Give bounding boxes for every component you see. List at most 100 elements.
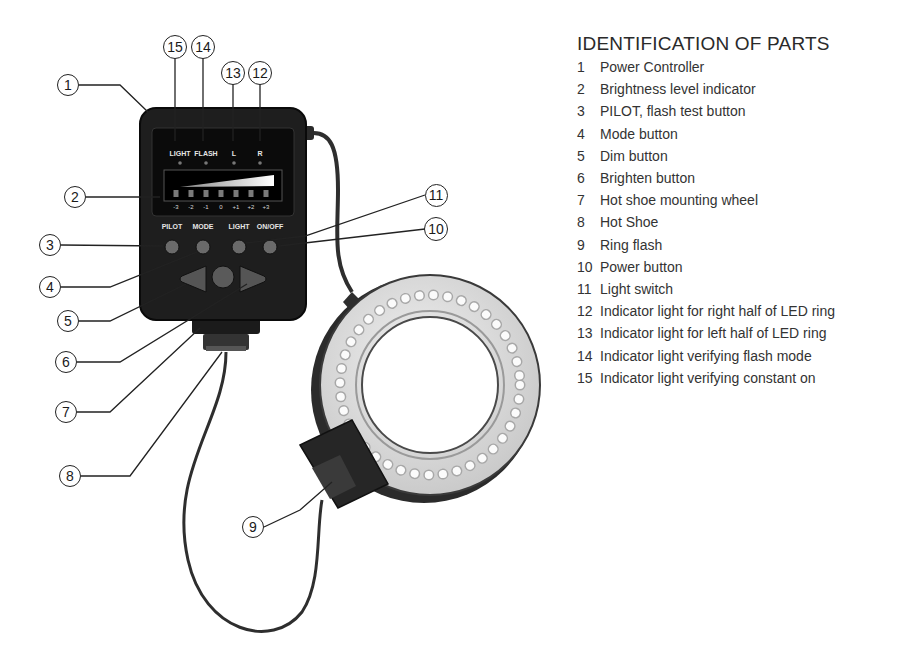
leader-line <box>279 229 425 246</box>
panel-label: ON/OFF <box>257 223 283 230</box>
part-number: 1 <box>577 60 585 74</box>
callout-circle: 13 <box>221 61 245 85</box>
power-button <box>263 240 277 254</box>
hot-shoe <box>203 334 249 350</box>
callout-number: 10 <box>428 222 444 236</box>
leader-line <box>61 245 163 246</box>
display-panel <box>152 128 294 216</box>
callout-number: 5 <box>64 314 72 328</box>
ring-hole <box>362 317 498 453</box>
scale-mark: -3 <box>173 204 178 210</box>
part-number: 6 <box>577 171 585 185</box>
brighten-button <box>240 266 266 292</box>
panel-label: R <box>257 150 262 157</box>
callout-circle: 9 <box>242 516 264 538</box>
part-name: Light switch <box>600 282 673 296</box>
part-number: 2 <box>577 82 585 96</box>
part-number: 13 <box>577 326 593 340</box>
leader-line <box>259 84 260 141</box>
level-led <box>174 190 179 197</box>
center-button <box>212 266 234 288</box>
part-number: 10 <box>577 260 593 274</box>
mode-button <box>196 240 210 254</box>
callout-circle: 1 <box>57 74 79 96</box>
ring-mount <box>300 420 388 508</box>
callout-number: 3 <box>46 238 54 252</box>
part-number: 14 <box>577 349 593 363</box>
cable <box>306 133 352 292</box>
cable <box>184 352 322 631</box>
light-button <box>232 240 246 254</box>
leader-line <box>246 195 425 243</box>
level-leds <box>174 190 269 197</box>
part-number: 5 <box>577 149 585 163</box>
scale-mark: +3 <box>263 204 270 210</box>
leader-line <box>79 85 148 112</box>
callout-circle: 3 <box>39 234 61 256</box>
part-number: 8 <box>577 215 585 229</box>
scale-mark: +1 <box>233 204 240 210</box>
leader-line <box>61 252 197 287</box>
indicator-led <box>258 161 262 165</box>
leader-line <box>264 482 332 527</box>
leader-line <box>232 84 233 141</box>
hot-shoe-plate <box>206 346 246 351</box>
panel-label: PILOT <box>162 223 183 230</box>
callout-number: 1 <box>64 78 72 92</box>
panel-label: L <box>232 150 236 157</box>
ring-rim <box>356 311 504 459</box>
leader-line <box>77 328 200 412</box>
callout-circle: 2 <box>64 186 86 208</box>
callout-circle: 5 <box>57 310 79 332</box>
level-led <box>189 190 194 197</box>
part-name: Indicator light verifying constant on <box>600 371 816 385</box>
part-name: Mode button <box>600 127 678 141</box>
panel-label: FLASH <box>194 150 217 157</box>
indicator-led <box>178 161 182 165</box>
leader-line <box>81 352 222 476</box>
list-title: IDENTIFICATION OF PARTS <box>577 34 830 53</box>
panel-label: LIGHT <box>170 150 191 157</box>
part-number: 12 <box>577 304 593 318</box>
scale-mark: 0 <box>219 204 222 210</box>
callout-number: 9 <box>249 520 257 534</box>
level-led <box>234 190 239 197</box>
part-name: Indicator light for left half of LED rin… <box>600 326 826 340</box>
callout-circle: 14 <box>191 35 215 59</box>
indicator-led <box>204 161 208 165</box>
part-name: Power button <box>600 260 683 274</box>
leader-line <box>86 196 160 197</box>
part-name: Indicator light verifying flash mode <box>600 349 812 363</box>
leader-line <box>77 284 247 362</box>
part-name: Brighten button <box>600 171 695 185</box>
part-number: 9 <box>577 238 585 252</box>
part-name: Hot shoe mounting wheel <box>600 193 758 207</box>
part-number: 7 <box>577 193 585 207</box>
level-bar <box>164 170 282 201</box>
panel-label: LIGHT <box>229 223 250 230</box>
dim-button <box>180 266 206 292</box>
part-number: 3 <box>577 104 585 118</box>
part-name: PILOT, flash test button <box>600 104 746 118</box>
part-name: Brightness level indicator <box>600 82 756 96</box>
part-name: Ring flash <box>600 238 662 252</box>
callout-number: 6 <box>62 355 70 369</box>
callout-circle: 8 <box>59 465 81 487</box>
callout-number: 8 <box>66 469 74 483</box>
part-name: Hot Shoe <box>600 215 658 229</box>
callout-number: 13 <box>225 66 241 80</box>
cable-plug <box>343 292 360 310</box>
part-name: Power Controller <box>600 60 704 74</box>
callout-number: 7 <box>62 405 70 419</box>
leader-line <box>79 284 186 321</box>
scale-mark: -2 <box>188 204 193 210</box>
callout-number: 4 <box>46 280 54 294</box>
ring-mount-face <box>312 455 356 499</box>
leader-line <box>174 58 175 141</box>
callout-number: 12 <box>252 66 268 80</box>
callout-number: 15 <box>167 40 183 54</box>
controller-body <box>140 108 306 320</box>
level-led <box>204 190 209 197</box>
indicator-led <box>232 161 236 165</box>
callout-number: 2 <box>71 190 79 204</box>
